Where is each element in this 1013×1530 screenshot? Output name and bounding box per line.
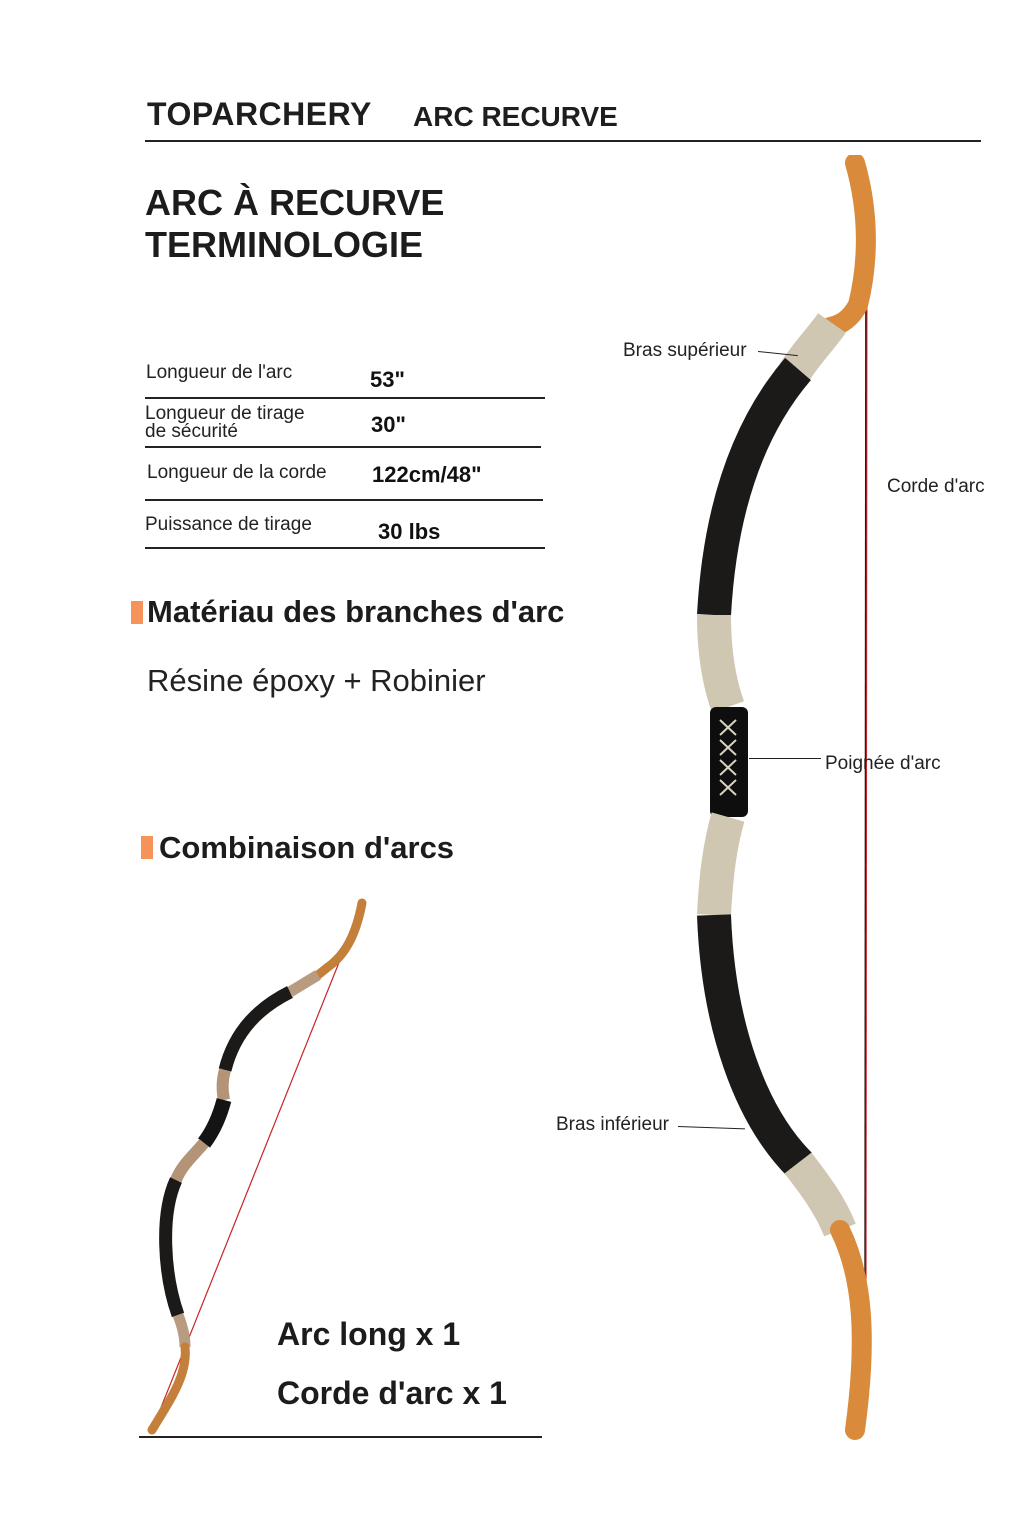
header-divider — [145, 140, 981, 142]
combo-item-bow: Arc long x 1 — [277, 1316, 461, 1352]
annotation-lower-limb: Bras inférieur — [556, 1114, 669, 1135]
section-marker — [131, 601, 143, 624]
large-bow-string — [864, 214, 867, 1386]
large-bow-grip-lacing — [719, 719, 737, 796]
section-marker — [141, 836, 153, 859]
spec-label-bow-length: Longueur de l'arc — [146, 362, 293, 383]
small-bow-lower-wrap — [170, 1139, 209, 1183]
small-bow-lower-tip — [147, 1342, 190, 1435]
brand-name: TOPARCHERY — [147, 96, 372, 132]
large-bow-lower-tip — [830, 1220, 872, 1440]
combo-item-string: Corde d'arc x 1 — [277, 1375, 507, 1411]
header-subtitle: ARC RECURVE — [413, 101, 618, 132]
spec-label-draw-length-2: de sécurité — [145, 421, 238, 442]
page-title-line2: TERMINOLOGIE — [145, 224, 423, 265]
spec-divider — [145, 499, 543, 501]
small-bow-upper-tip — [313, 898, 367, 980]
small-bow-upper-wrap — [287, 970, 321, 997]
spec-label-draw-length-1: Longueur de tirage — [145, 403, 305, 424]
spec-divider — [145, 446, 541, 448]
small-bow-lower-wrap-2 — [172, 1312, 191, 1348]
large-bow-lower-mid-wrap — [697, 812, 745, 916]
spec-label-draw-weight: Puissance de tirage — [145, 514, 312, 535]
small-bow-mid-wrap — [216, 1068, 231, 1102]
large-bow-upper-wrap — [779, 312, 846, 383]
large-bow-lower-limb — [697, 914, 813, 1178]
small-bow-image — [147, 898, 367, 1435]
leader-line-grip — [749, 758, 821, 759]
large-bow-grip — [710, 707, 748, 817]
material-text: Résine époxy + Robinier — [147, 663, 486, 698]
small-bow-upper-limb — [218, 986, 293, 1072]
spec-value-bow-length: 53" — [370, 367, 405, 392]
page-title-line1: ARC À RECURVE — [145, 182, 445, 223]
spec-value-string-length: 122cm/48" — [372, 462, 482, 487]
annotation-string: Corde d'arc — [887, 476, 985, 497]
large-bow-upper-tip — [820, 155, 876, 337]
material-heading: Matériau des branches d'arc — [147, 594, 565, 629]
large-bow-upper-mid-wrap — [697, 614, 745, 713]
spec-value-draw-weight: 30 lbs — [378, 519, 441, 544]
spec-divider — [145, 397, 545, 399]
small-bow-lower-limb — [159, 1177, 185, 1318]
spec-value-draw-length: 30" — [371, 412, 406, 437]
combination-heading: Combinaison d'arcs — [159, 830, 455, 865]
large-bow-string-red — [865, 274, 868, 1356]
large-bow-upper-limb — [697, 357, 812, 616]
annotation-upper-limb: Bras supérieur — [623, 340, 747, 361]
combo-divider — [139, 1436, 542, 1438]
spec-divider — [145, 547, 545, 549]
large-bow-image — [697, 155, 876, 1440]
large-bow-lower-wrap — [784, 1152, 856, 1237]
small-bow-grip — [197, 1097, 232, 1148]
annotation-grip: Poignée d'arc — [825, 753, 941, 774]
spec-label-string-length: Longueur de la corde — [147, 462, 327, 483]
